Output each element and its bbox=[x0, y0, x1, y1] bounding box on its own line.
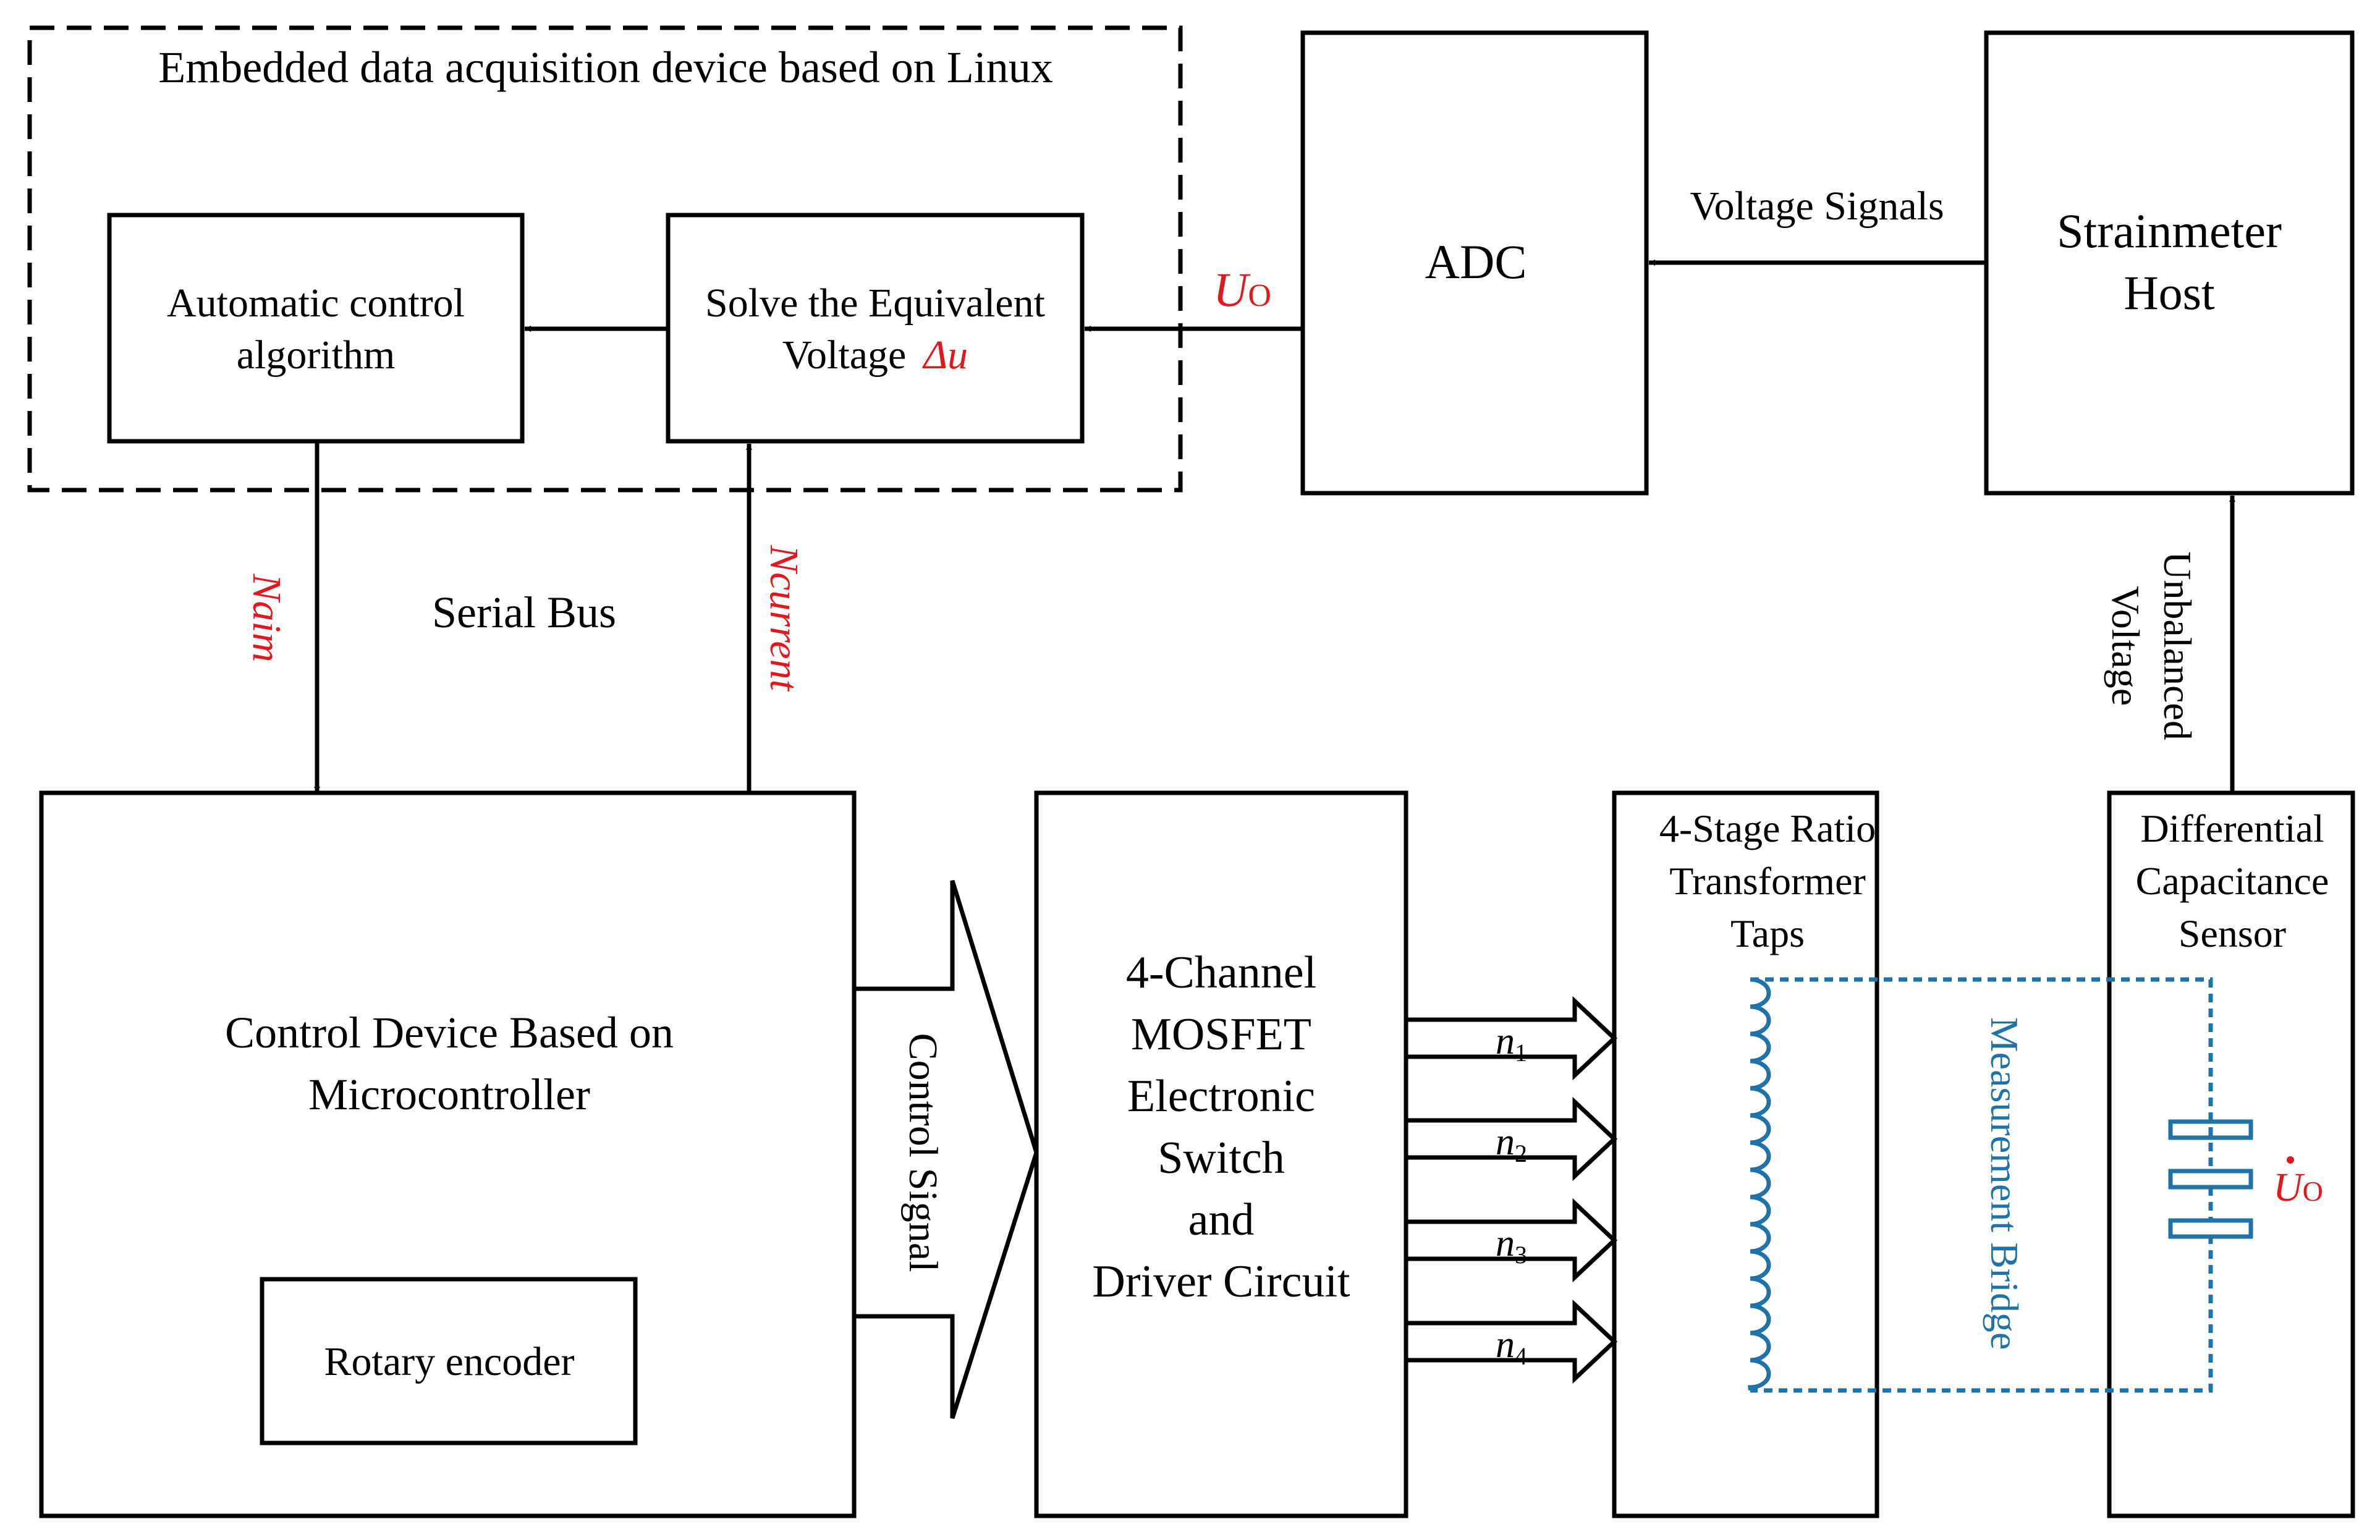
sensor-label-2: Capacitance bbox=[2136, 859, 2329, 903]
strainmeter-block: Strainmeter Host bbox=[1984, 30, 2355, 496]
unbalanced-voltage-label-2: Voltage bbox=[2104, 586, 2148, 706]
capacitor-plate-top bbox=[2168, 1119, 2253, 1140]
unbalanced-voltage-label-1: Unbalanced bbox=[2156, 551, 2200, 740]
channel-label-4: n4 bbox=[1496, 1324, 1527, 1370]
sensor-label-1: Differential bbox=[2140, 806, 2324, 850]
voltage-signals-label: Voltage Signals bbox=[1690, 184, 1944, 229]
auto-control-label-2: algorithm bbox=[237, 332, 396, 378]
channel-label-1: n1 bbox=[1496, 1020, 1527, 1067]
capacitor-plate-middle bbox=[2168, 1169, 2253, 1190]
rotary-encoder-label: Rotary encoder bbox=[324, 1339, 575, 1384]
mosfet-block: 4-Channel MOSFET Electronic Switch and D… bbox=[1034, 790, 1408, 1518]
channel-label-3: n3 bbox=[1496, 1222, 1527, 1269]
channel-arrow-1: n1 bbox=[1406, 996, 1618, 1081]
solve-voltage-label-1: Solve the Equivalent bbox=[705, 281, 1045, 326]
sensor-block: Differential Capacitance Sensor bbox=[2107, 790, 2355, 1518]
adc-label: ADC bbox=[1425, 235, 1527, 289]
ncurrent-label: Ncurrent bbox=[761, 544, 807, 692]
transformer-label-3: Taps bbox=[1730, 912, 1805, 955]
mosfet-label-5: and bbox=[1188, 1195, 1255, 1245]
uo-signal-label: UO bbox=[1213, 263, 1271, 316]
delta-u-symbol: Δu bbox=[921, 332, 968, 378]
mosfet-label-2: MOSFET bbox=[1131, 1009, 1311, 1060]
channel-arrow-2: n2 bbox=[1406, 1096, 1618, 1182]
control-device-label-1: Control Device Based on bbox=[225, 1008, 674, 1057]
uo-dot-mark bbox=[2287, 1156, 2294, 1164]
sensor-label-3: Sensor bbox=[2179, 912, 2286, 955]
naim-label: Naim bbox=[244, 573, 289, 662]
mosfet-label-6: Driver Circuit bbox=[1092, 1256, 1350, 1307]
mosfet-label-3: Electronic bbox=[1127, 1071, 1315, 1122]
control-device-block: Control Device Based on Microcontroller bbox=[39, 790, 857, 1518]
capacitor-plate-bottom bbox=[2168, 1218, 2253, 1239]
uo-dot-label: UO bbox=[2273, 1165, 2323, 1210]
embedded-group-title: Embedded data acquisition device based o… bbox=[158, 43, 1053, 92]
transformer-label-1: 4-Stage Ratio bbox=[1659, 806, 1876, 850]
auto-control-block: Automatic control algorithm bbox=[107, 213, 525, 444]
mosfet-label-1: 4-Channel bbox=[1126, 947, 1316, 998]
strainmeter-label-1: Strainmeter bbox=[2057, 204, 2282, 258]
rotary-encoder-block: Rotary encoder bbox=[260, 1277, 638, 1445]
channel-arrow-4: n4 bbox=[1406, 1299, 1618, 1384]
channel-arrow-3: n3 bbox=[1406, 1198, 1618, 1283]
strainmeter-label-2: Host bbox=[2124, 266, 2215, 319]
bridge-dotted-loop bbox=[1750, 977, 2213, 1393]
transformer-label-2: Transformer bbox=[1669, 859, 1866, 903]
embedded-group-border bbox=[27, 25, 1183, 493]
transformer-block: 4-Stage Ratio Transformer Taps bbox=[1612, 790, 1879, 1518]
adc-block: ADC bbox=[1300, 30, 1649, 496]
transformer-coil bbox=[1747, 977, 1771, 1391]
auto-control-label-1: Automatic control bbox=[167, 281, 465, 326]
mosfet-label-4: Switch bbox=[1158, 1133, 1285, 1183]
serial-bus-label: Serial Bus bbox=[432, 588, 616, 637]
control-signal-label: Control Signal bbox=[900, 1033, 946, 1272]
measurement-bridge: Measurement Bridge bbox=[1747, 977, 2253, 1393]
control-device-label-2: Microcontroller bbox=[308, 1070, 590, 1119]
channel-label-2: n2 bbox=[1496, 1121, 1527, 1167]
measurement-bridge-label: Measurement Bridge bbox=[1983, 1017, 2026, 1350]
